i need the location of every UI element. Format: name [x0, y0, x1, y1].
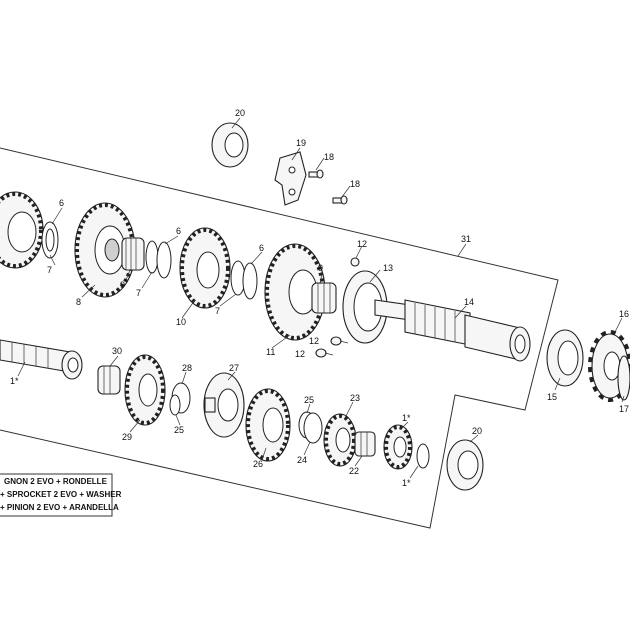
output-shaft-14: [374, 299, 531, 362]
label-1c: 1*: [402, 478, 411, 488]
gear-26: [245, 388, 291, 462]
washer-25a: [169, 394, 181, 416]
washer-6b: [156, 241, 172, 279]
gear-27: [203, 372, 245, 438]
label-31: 31: [461, 234, 471, 244]
label-18a: 18: [324, 152, 334, 162]
label-20b: 20: [472, 426, 482, 436]
washer-6a: [41, 221, 59, 259]
screw-12b: [330, 336, 349, 346]
washer-24: [303, 412, 323, 444]
label-10: 10: [176, 317, 186, 327]
gear-23: [323, 413, 357, 467]
label-9b: 9: [318, 263, 323, 273]
label-24: 24: [297, 455, 307, 465]
label-29: 29: [122, 432, 132, 442]
label-28: 28: [182, 363, 192, 373]
label-1b: 1*: [402, 413, 411, 423]
label-6a: 6: [59, 198, 64, 208]
label-23: 23: [350, 393, 360, 403]
bolt-18a: [308, 169, 324, 179]
lock-plate-19: [274, 151, 307, 206]
label-19: 19: [296, 138, 306, 148]
washer-7b: [145, 240, 159, 274]
note-box: GNON 2 EVO + RONDELLE + SPROCKET 2 EVO +…: [0, 473, 122, 517]
bearing-20-top: [211, 122, 249, 168]
label-14: 14: [464, 297, 474, 307]
bearing-22: [354, 431, 376, 457]
seal-15: [546, 329, 584, 387]
note-line-2: + SPROCKET 2 EVO + WASHER: [0, 490, 122, 499]
washer-1-lower: [416, 443, 430, 469]
bolt-18b: [332, 195, 348, 205]
label-26: 26: [253, 459, 263, 469]
upper-shaft-group: [0, 191, 531, 362]
label-22: 22: [349, 466, 359, 476]
label-16: 16: [619, 309, 629, 319]
gear-10: [179, 227, 231, 309]
label-6c: 6: [259, 243, 264, 253]
label-17: 17: [619, 404, 629, 414]
callout-labels: 20 19 18 18 6 7 8 9 7 6 10 7 6 9 11 12 1…: [10, 108, 629, 488]
note-line-1: GNON 2 EVO + RONDELLE: [4, 477, 108, 486]
label-30: 30: [112, 346, 122, 356]
label-27: 27: [229, 363, 239, 373]
label-13: 13: [383, 263, 393, 273]
bearing-9a: [121, 237, 145, 271]
gear-29: [124, 354, 166, 426]
cover-17: [617, 355, 630, 401]
screw-12c: [315, 348, 334, 358]
leader-lines: [17, 117, 625, 479]
lower-shaft-group: [0, 339, 430, 470]
gear-partial-left: [0, 191, 44, 269]
gear-1-lower: [383, 424, 413, 470]
label-12c: 12: [295, 349, 305, 359]
label-7a: 7: [47, 265, 52, 275]
assembly-frame: [0, 147, 559, 529]
label-25b: 25: [304, 395, 314, 405]
label-7b: 7: [136, 288, 141, 298]
label-15: 15: [547, 392, 557, 402]
bearing-9b: [311, 282, 337, 314]
label-7c: 7: [215, 306, 220, 316]
label-1a: 1*: [10, 376, 19, 386]
bearing-13: [342, 270, 388, 344]
input-shaft-1: [0, 339, 83, 380]
label-12b: 12: [309, 336, 319, 346]
note-line-3: + PINION 2 EVO + ARANDELLA: [0, 503, 119, 512]
label-12a: 12: [357, 239, 367, 249]
washer-6c: [242, 262, 258, 300]
label-18b: 18: [350, 179, 360, 189]
label-8: 8: [76, 297, 81, 307]
label-9a: 9: [120, 280, 125, 290]
label-6b: 6: [176, 226, 181, 236]
bearing-20-bottom: [446, 439, 484, 491]
label-11: 11: [266, 347, 275, 357]
label-25a: 25: [174, 425, 184, 435]
screw-12a: [350, 257, 360, 267]
bearing-30: [97, 365, 121, 395]
label-20a: 20: [235, 108, 245, 118]
